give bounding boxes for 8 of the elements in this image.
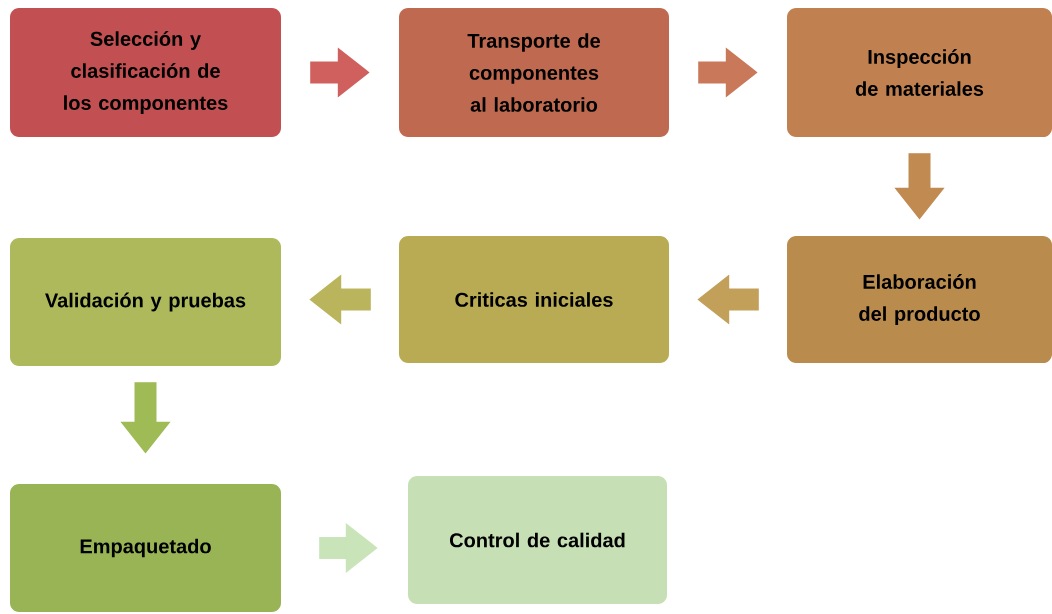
process-box: Transporte de componentes al laboratorio [399,8,669,137]
process-box: Inspección de materiales [787,8,1052,137]
process-box: Elaboración del producto [787,236,1052,363]
process-box: Selección y clasificación de los componentes [10,8,281,137]
process-box: Validación y pruebas [10,238,281,366]
process-box: Empaquetado [10,484,281,612]
process-box: Criticas iniciales [399,236,669,363]
process-box: Control de calidad [408,476,667,604]
